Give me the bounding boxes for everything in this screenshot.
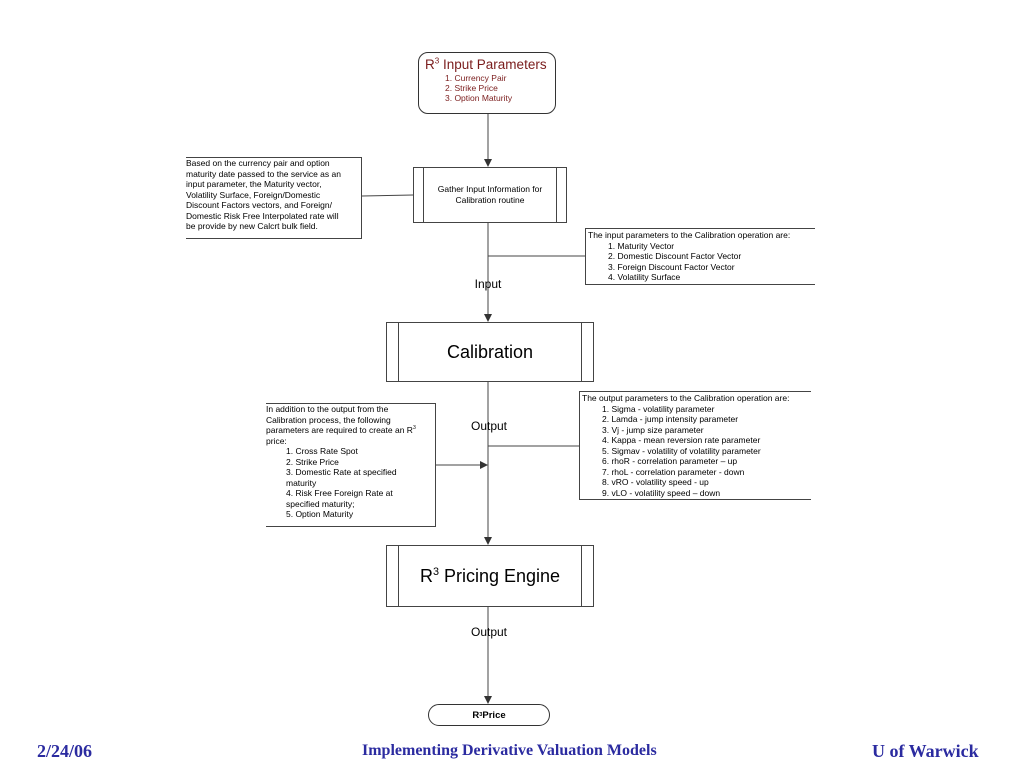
note-line: price:: [266, 435, 287, 446]
output-flow-label-1: Output: [470, 419, 508, 433]
pricing-engine-box: R3 Pricing Engine: [386, 545, 594, 607]
note-item: 6. rhoR - correlation parameter – up: [602, 456, 738, 466]
gather-line-1: Gather Input Information for: [437, 184, 543, 194]
note-item: 5. Sigmav - volatility of volatility par…: [602, 445, 761, 456]
note-item: 9. vLO - volatility speed – down: [602, 487, 721, 498]
calibration-output-note: The output parameters to the Calibration…: [579, 391, 811, 500]
note-item: 5. Option Maturity: [286, 509, 354, 519]
calibration-input-note: The input parameters to the Calibration …: [585, 228, 815, 285]
box-side-bar: [581, 546, 582, 606]
note-line: Volatility Surface, Foreign/Domestic: [186, 189, 321, 200]
gather-input-box: Gather Input Information for Calibration…: [413, 167, 567, 223]
footer-date: 2/24/06: [37, 741, 93, 761]
title-prefix: R: [425, 57, 435, 72]
box-side-bar: [581, 323, 582, 381]
maturity-vector-note: Based on the currency pair and option ma…: [186, 157, 362, 239]
note-line: Discount Factors vectors, and Foreign/: [186, 200, 332, 210]
label-suffix: Pricing Engine: [438, 565, 561, 586]
footer-title: Implementing Derivative Valuation Models: [362, 742, 657, 759]
note-line: Based on the currency pair and option: [186, 158, 330, 168]
pricing-engine-label: R3 Pricing Engine: [420, 566, 560, 587]
box-side-bar: [423, 168, 424, 222]
price-suffix: Price: [482, 709, 506, 721]
input-parameters-box: R3 Input Parameters 1. Currency Pair 2. …: [418, 52, 556, 114]
note-item: 4. Risk Free Foreign Rate at: [286, 488, 393, 498]
footer-organization: U of Warwick: [872, 741, 979, 761]
note-line: Domestic Risk Free Interpolated rate wil…: [186, 210, 339, 221]
input-parameters-title: R3 Input Parameters: [425, 56, 555, 73]
list-item: 2. Strike Price: [445, 83, 498, 93]
label-superscript: 3: [432, 565, 439, 578]
calibration-box: Calibration: [386, 322, 594, 382]
note-heading: The input parameters to the Calibration …: [588, 230, 791, 240]
note-heading: The output parameters to the Calibration…: [582, 393, 790, 403]
note-line: input parameter, the Maturity vector,: [186, 179, 322, 189]
price-prefix: R: [472, 709, 480, 721]
note-item: 7. rhoL - correlation parameter - down: [602, 466, 745, 477]
note-line: parameters are required to create an R3: [266, 425, 435, 436]
note-item: 1. Maturity Vector: [608, 240, 675, 251]
note-item: maturity: [286, 477, 317, 488]
note-line: be provide by new Calcrt bulk field.: [186, 221, 318, 231]
note-superscript: 3: [412, 425, 416, 432]
output-flow-label-2: Output: [470, 625, 508, 639]
note-line: maturity date passed to the service as a…: [186, 168, 341, 179]
note-line: In addition to the output from the: [266, 404, 389, 414]
note-item: 8. vRO - volatility speed - up: [602, 477, 709, 487]
note-item: 4. Volatility Surface: [608, 272, 681, 282]
note-item: 3. Vj - jump size parameter: [602, 424, 704, 435]
note-item: 1. Cross Rate Spot: [286, 446, 358, 456]
gather-line-2: Calibration routine: [455, 195, 525, 205]
note-item: 4. Kappa - mean reversion rate parameter: [602, 435, 761, 445]
box-side-bar: [398, 546, 399, 606]
note-line-text: parameters are required to create an R: [266, 425, 413, 435]
input-flow-label: Input: [474, 277, 502, 291]
gather-input-label: Gather Input Information for Calibration…: [438, 184, 542, 206]
note-item: 3. Foreign Discount Factor Vector: [608, 261, 735, 272]
note-item: 3. Domestic Rate at specified: [286, 467, 397, 477]
note-line: Calibration process, the following: [266, 414, 391, 425]
label-prefix: R: [419, 565, 433, 586]
list-item: 1. Currency Pair: [445, 73, 507, 83]
title-suffix: Input Parameters: [439, 57, 547, 72]
input-parameters-list: 1. Currency Pair 2. Strike Price 3. Opti…: [445, 73, 555, 103]
note-item: 2. Strike Price: [286, 456, 339, 467]
additional-parameters-note: In addition to the output from the Calib…: [266, 403, 436, 527]
box-side-bar: [398, 323, 399, 381]
calibration-label: Calibration: [446, 341, 534, 362]
note-item: 2. Lamda - jump intensity parameter: [602, 414, 739, 424]
note-item: 1. Sigma - volatility parameter: [602, 403, 715, 414]
note-item: 2. Domestic Discount Factor Vector: [608, 251, 742, 261]
box-side-bar: [556, 168, 557, 222]
note-item: specified maturity;: [286, 498, 355, 509]
list-item: 3. Option Maturity: [445, 93, 513, 103]
connector-left-note: [361, 194, 414, 197]
title-superscript: 3: [434, 56, 440, 66]
